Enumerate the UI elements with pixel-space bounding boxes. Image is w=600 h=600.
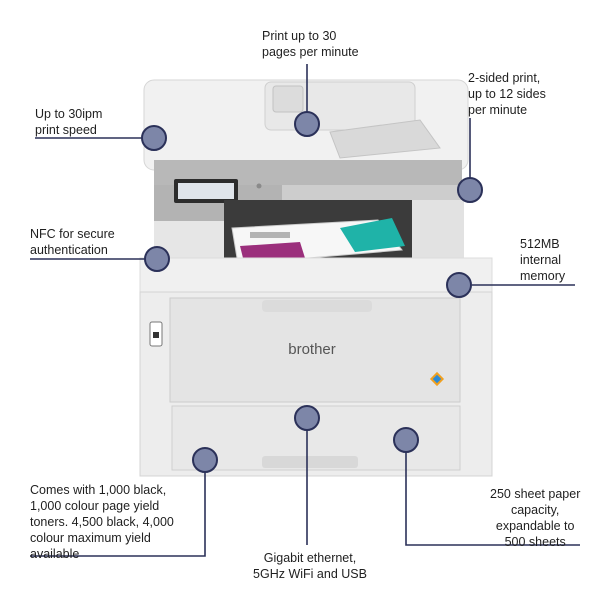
- callout-text: Up to 30ipm: [35, 107, 103, 121]
- callout-text: 1,000 colour page yield: [30, 499, 160, 513]
- marker-nfc: [144, 246, 170, 272]
- callout-text: authentication: [30, 243, 108, 257]
- callout-ipm: Up to 30ipm print speed: [35, 106, 102, 138]
- callout-text: memory: [520, 269, 566, 283]
- callout-text: NFC for secure: [30, 227, 115, 241]
- callout-text: colour maximum yield: [30, 531, 151, 545]
- callout-text: available: [30, 547, 80, 561]
- callout-text: capacity,: [510, 503, 560, 517]
- callout-text: Gigabit ethernet,: [263, 551, 357, 565]
- callout-text: 250 sheet paper: [490, 487, 581, 501]
- callout-text: per minute: [468, 103, 528, 117]
- callout-memory: 512MB internal memory: [520, 236, 565, 284]
- callout-text: print speed: [35, 123, 97, 137]
- callout-text: toners. 4,500 black, 4,000: [30, 515, 174, 529]
- callout-text: Comes with 1,000 black,: [30, 483, 167, 497]
- callout-text: 512MB: [520, 237, 560, 251]
- callout-toners: Comes with 1,000 black, 1,000 colour pag…: [30, 482, 174, 562]
- callout-text: pages per minute: [262, 45, 359, 59]
- callout-text: 500 sheets: [504, 535, 566, 549]
- callout-nfc: NFC for secure authentication: [30, 226, 115, 258]
- marker-duplex: [457, 177, 483, 203]
- marker-toners: [192, 447, 218, 473]
- callout-print-speed: Print up to 30 pages per minute: [262, 28, 359, 60]
- callout-duplex: 2-sided print, up to 12 sides per minute: [468, 70, 546, 118]
- callout-paper: 250 sheet paper capacity, expandable to …: [490, 486, 580, 550]
- marker-memory: [446, 272, 472, 298]
- callout-text: 5GHz WiFi and USB: [253, 567, 367, 581]
- callout-text: expandable to: [495, 519, 575, 533]
- marker-paper: [393, 427, 419, 453]
- callout-text: up to 12 sides: [468, 87, 546, 101]
- callout-text: internal: [520, 253, 561, 267]
- callout-text: 2-sided print,: [468, 71, 541, 85]
- brand-label: brother: [288, 341, 336, 358]
- callout-connectivity: Gigabit ethernet, 5GHz WiFi and USB: [250, 550, 370, 582]
- marker-ipm: [141, 125, 167, 151]
- marker-print-speed: [294, 111, 320, 137]
- callout-text: Print up to 30: [262, 29, 337, 43]
- marker-connectivity: [294, 405, 320, 431]
